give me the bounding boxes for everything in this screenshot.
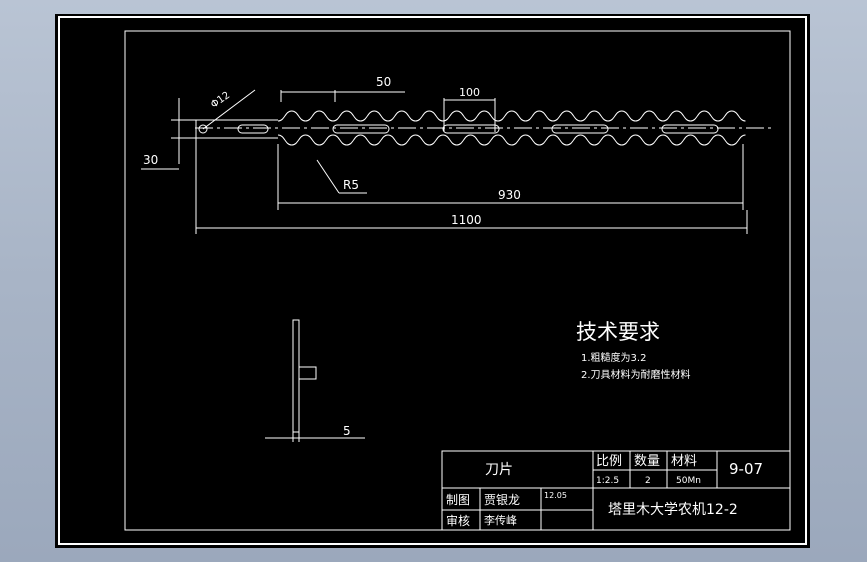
tech-requirement-item: 2.刀具材料为耐磨性材料: [581, 368, 691, 381]
dim-pitch-text: 50: [376, 75, 391, 89]
drawing-date: 12.05: [544, 491, 567, 500]
leader-line: [316, 159, 340, 194]
checked-by: 李传峰: [484, 513, 517, 527]
side-view-blade: [292, 319, 300, 433]
institution: 塔里木大学农机12-2: [608, 502, 738, 518]
part-name: 刀片: [485, 462, 513, 478]
quantity-value: 2: [645, 476, 651, 486]
drawing-sheet: 50 100 Φ12 30 R5 930 1100 5 技术要求 1.粗糙度为3…: [55, 14, 810, 548]
title-block: [441, 450, 791, 531]
slot: [332, 124, 390, 134]
drawing-number: 9-07: [729, 460, 763, 478]
dim-total-text: 1100: [451, 213, 482, 227]
title-block-border: [441, 450, 791, 531]
mount-hole: [198, 124, 208, 134]
material-value: 50Mn: [676, 476, 701, 486]
side-view-tab: [298, 366, 317, 380]
dim-offset-text: 30: [143, 153, 158, 167]
tech-requirement-item: 1.粗糙度为3.2: [581, 351, 646, 364]
dim-thickness-text: 5: [343, 424, 351, 438]
scale-label: 比例: [596, 454, 622, 469]
dim-radius-text: R5: [343, 178, 359, 192]
dim-toothed-text: 930: [498, 188, 521, 202]
slot: [551, 124, 609, 134]
scale-value: 1:2.5: [596, 476, 619, 486]
dim-slot-text: 100: [459, 86, 480, 99]
tech-requirements-title: 技术要求: [576, 320, 660, 344]
slot: [661, 124, 719, 134]
drawn-label: 制图: [446, 493, 470, 507]
blade-bottom-profile: [277, 134, 746, 146]
blade-top-profile: [277, 110, 746, 122]
dim-hole-text: Φ12: [209, 90, 232, 111]
drawn-by: 贾银龙: [484, 493, 520, 507]
slot: [442, 124, 500, 134]
material-label: 材料: [671, 454, 697, 469]
quantity-label: 数量: [634, 454, 660, 469]
slot: [237, 124, 269, 134]
blade-drawing: 50 100 Φ12 30 R5 930 1100 5 技术要求 1.粗糙度为3…: [58, 16, 807, 545]
outer-frame: [58, 16, 807, 545]
checked-label: 审核: [446, 513, 470, 528]
leader-line: [202, 89, 256, 130]
